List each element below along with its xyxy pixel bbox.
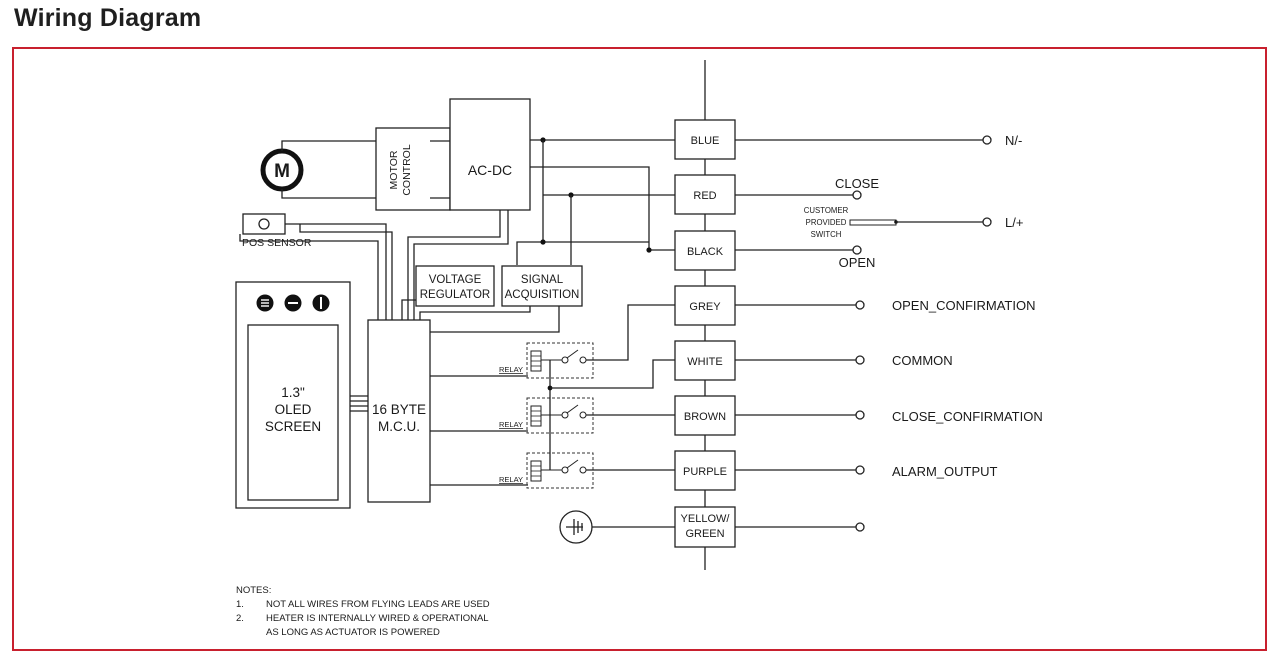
mcu-label-1: 16 BYTE <box>372 402 426 417</box>
wire-label-white: WHITE <box>687 356 722 368</box>
motor-wire-bottom <box>281 189 376 199</box>
wire-label-black: BLACK <box>687 246 724 258</box>
voltage-regulator-label-2: REGULATOR <box>420 289 491 301</box>
relay1-to-grey <box>586 304 675 361</box>
signal-acquisition-label-2: ACQUISITION <box>505 289 580 301</box>
terminal-label-l-plus: L/+ <box>1005 215 1023 230</box>
wire-label-grey: GREY <box>689 301 721 313</box>
pos-sensor-label: POS SENSOR <box>242 237 312 249</box>
minus-icon <box>284 294 302 312</box>
motor-control-label-1: MOTOR <box>388 150 400 189</box>
wire-box-white: WHITE <box>674 340 736 381</box>
wire-label-purple: PURPLE <box>683 466 727 478</box>
terminal-yellow-green <box>855 522 865 532</box>
motor-control-label-2: CONTROL <box>401 144 413 195</box>
terminal-label-open: OPEN <box>839 255 876 270</box>
motor-icon: M <box>260 148 304 192</box>
wire-label-yellow-green-1: YELLOW/ <box>681 513 731 525</box>
relay-2 <box>526 397 594 434</box>
terminal-label-close: CLOSE <box>835 176 879 191</box>
notes-heading: NOTES: <box>236 585 271 596</box>
note-2-text-1: HEATER IS INTERNALLY WIRED & OPERATIONAL <box>266 613 489 624</box>
motor-label: M <box>274 161 290 182</box>
wire-box-blue: BLUE <box>674 119 736 160</box>
relay-1 <box>526 342 594 379</box>
wire-label-brown: BROWN <box>684 411 726 423</box>
mcu-box <box>367 319 431 503</box>
wire-box-black: BLACK <box>674 230 736 271</box>
customer-switch-label-1: CUSTOMER <box>804 206 849 215</box>
relay-1-label: RELAY <box>499 365 523 374</box>
wire-label-red: RED <box>693 190 716 202</box>
terminal-label-alarm-output: ALARM_OUTPUT <box>892 464 998 479</box>
wire-box-purple: PURPLE <box>674 450 736 491</box>
terminal-close <box>852 190 862 200</box>
toggle-icon <box>312 294 330 312</box>
terminal-open <box>852 245 862 255</box>
ac-dc-box <box>449 98 531 211</box>
terminal-close-confirmation <box>855 410 865 420</box>
diagram-frame <box>12 47 1267 651</box>
customer-switch-label-2: PROVIDED <box>806 218 847 227</box>
terminal-open-confirmation <box>855 300 865 310</box>
customer-switch-label-3: SWITCH <box>811 230 842 239</box>
pos-sensor-dot <box>258 218 270 230</box>
sig-to-mcu <box>419 306 531 320</box>
terminal-label-common: COMMON <box>892 353 953 368</box>
wire-box-red: RED <box>674 174 736 215</box>
page-title: Wiring Diagram <box>14 4 202 32</box>
pos-to-mcu-1 <box>285 223 387 320</box>
motor-wire-top <box>281 140 376 151</box>
mcu-label-2: M.C.U. <box>378 419 420 434</box>
motor-control-box <box>375 127 451 211</box>
relay-3-label: RELAY <box>499 475 523 484</box>
acdc-mcu-1 <box>407 210 501 320</box>
acdc-to-black <box>530 166 675 251</box>
terminal-l-plus <box>982 217 992 227</box>
pos-to-mcu-2 <box>239 234 379 320</box>
sig-to-mcu-2 <box>430 306 560 333</box>
terminal-label-open-confirmation: OPEN_CONFIRMATION <box>892 298 1036 313</box>
signal-acquisition-label-1: SIGNAL <box>521 274 564 286</box>
wire-box-brown: BROWN <box>674 395 736 436</box>
terminal-label-close-confirmation: CLOSE_CONFIRMATION <box>892 409 1043 424</box>
voltage-regulator-box <box>415 265 495 307</box>
junction-dot <box>646 247 652 253</box>
pos-to-mcu-3 <box>299 224 393 320</box>
note-2-num: 2. <box>236 613 244 624</box>
terminal-alarm-output <box>855 465 865 475</box>
wire-box-grey: GREY <box>674 285 736 326</box>
terminal-common <box>855 355 865 365</box>
menu-icon <box>256 294 274 312</box>
oled-label-1: 1.3" <box>281 385 305 400</box>
junction-dot <box>540 239 546 245</box>
customer-switch-icon <box>849 219 983 226</box>
vreg-to-mcu <box>401 299 416 320</box>
notes: NOTES: 1. NOT ALL WIRES FROM FLYING LEAD… <box>236 585 490 638</box>
acdc-mcu-2 <box>413 210 509 320</box>
note-2-text-2: AS LONG AS ACTUATOR IS POWERED <box>266 627 440 638</box>
signal-acquisition-box <box>501 265 583 307</box>
display-bus <box>350 395 368 412</box>
wire-label-yellow-green-2: GREEN <box>685 528 724 540</box>
ac-dc-label: AC-DC <box>468 162 512 178</box>
relay-3 <box>526 452 594 489</box>
terminal-n-minus <box>982 135 992 145</box>
voltage-regulator-label-1: VOLTAGE <box>429 274 482 286</box>
common-to-white <box>550 359 675 389</box>
wire-label-blue: BLUE <box>691 135 720 147</box>
relay-2-label: RELAY <box>499 420 523 429</box>
oled-label-3: SCREEN <box>265 419 321 434</box>
sig-feed <box>516 241 649 265</box>
ground-icon <box>559 510 593 544</box>
wire-box-yellow-green: YELLOW/ GREEN <box>674 506 736 548</box>
note-1-text: NOT ALL WIRES FROM FLYING LEADS ARE USED <box>266 599 490 610</box>
note-1-num: 1. <box>236 599 244 610</box>
terminal-label-n-minus: N/- <box>1005 133 1022 148</box>
oled-screen-box <box>247 324 339 501</box>
oled-label-2: OLED <box>275 402 312 417</box>
